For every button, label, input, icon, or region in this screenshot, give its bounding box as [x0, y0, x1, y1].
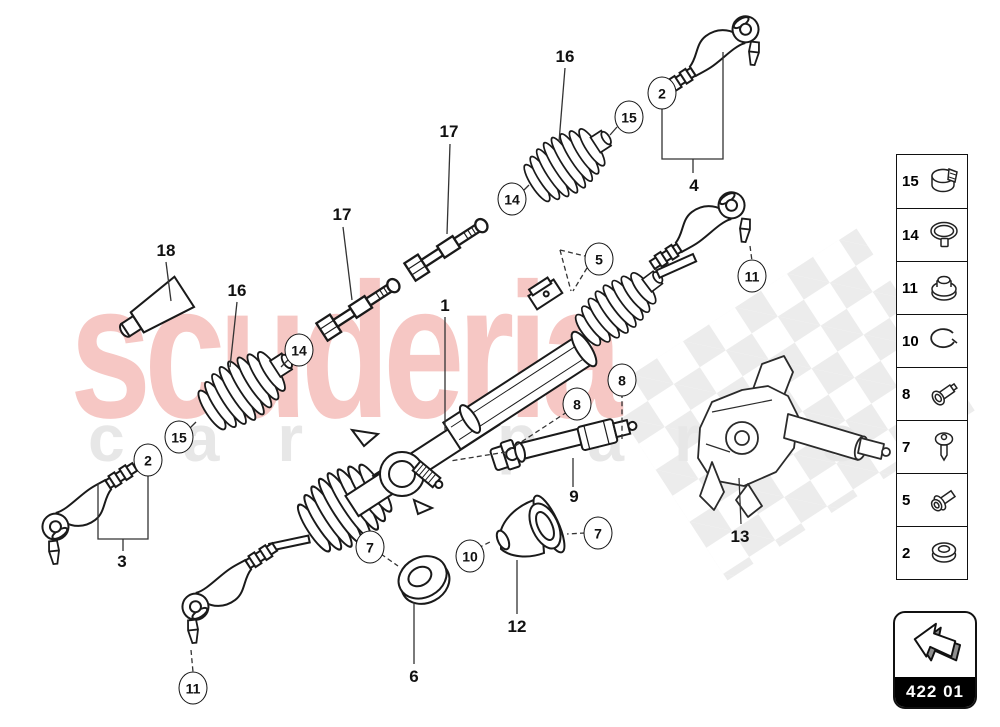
legend-item-number: 15 [902, 173, 919, 190]
legend-item-number: 2 [902, 544, 911, 562]
part-inner-rod-17b [315, 272, 405, 342]
legend-item-number: 11 [902, 279, 918, 297]
callout-10[interactable]: 10 [455, 539, 485, 573]
callout-11[interactable]: 11 [737, 259, 767, 293]
legend-item-8[interactable]: 8 [897, 367, 967, 420]
callout-5[interactable]: 5 [584, 242, 614, 276]
part-boot-16-upper [514, 110, 627, 213]
part-label-9[interactable]: 9 [569, 487, 579, 506]
part-label-3[interactable]: 3 [117, 552, 127, 571]
callout-14[interactable]: 14 [284, 333, 314, 367]
part-label-4[interactable]: 4 [689, 176, 699, 195]
part-inner-rod-17a [403, 212, 493, 282]
part-label-16[interactable]: 16 [555, 47, 575, 66]
part-label-1[interactable]: 1 [440, 296, 450, 315]
hose-clamp-icon [923, 165, 965, 199]
section-badge[interactable]: 422 01 [893, 611, 977, 709]
legend-item-14[interactable]: 14 [897, 208, 967, 261]
flange-bolt-icon [923, 483, 965, 517]
legend-item-10[interactable]: 10 [897, 314, 967, 367]
legend-item-15[interactable]: 15 [897, 155, 967, 208]
legend-item-number: 14 [902, 226, 919, 244]
pan-head-screw-icon [923, 430, 965, 464]
part-grease-tube-18 [118, 275, 196, 338]
part-tie-rod-end-left [176, 540, 289, 629]
parts-legend-sidebar: 15 14 11 10 8 7 5 2 [896, 154, 968, 580]
callout-7[interactable]: 7 [355, 530, 385, 564]
watermark-word-car: car [88, 401, 362, 475]
legend-item-2[interactable]: 2 [897, 526, 967, 579]
part-funnel-12 [495, 494, 566, 558]
legend-item-number: 7 [902, 438, 911, 456]
snap-ring-icon [923, 324, 965, 358]
legend-item-11[interactable]: 11 [897, 261, 967, 314]
legend-item-number: 5 [902, 491, 911, 509]
callout-11[interactable]: 11 [178, 671, 208, 705]
callout-2[interactable]: 2 [133, 443, 163, 477]
part-steering-column-13 [697, 355, 891, 518]
dashed-leader-lines [190, 245, 753, 673]
part-label-17[interactable]: 17 [332, 205, 352, 224]
callout-15[interactable]: 15 [164, 420, 194, 454]
callout-14[interactable]: 14 [497, 182, 527, 216]
part-label-18[interactable]: 18 [156, 241, 176, 260]
callout-7[interactable]: 7 [583, 516, 613, 550]
part-nut-6 [397, 555, 451, 605]
section-code: 422 01 [895, 677, 975, 707]
part-intermediate-shaft-9 [489, 418, 638, 471]
legend-item-5[interactable]: 5 [897, 473, 967, 526]
flange-nut-icon [923, 271, 965, 305]
legend-item-number: 10 [902, 332, 919, 350]
part-label-13[interactable]: 13 [730, 527, 750, 546]
band-clamp-icon [923, 218, 965, 252]
bolt-icon [923, 377, 965, 411]
part-tie-rod-3 [36, 460, 149, 549]
part-steering-rack-1 [267, 252, 698, 565]
part-label-16[interactable]: 16 [227, 281, 247, 300]
legend-item-number: 8 [902, 385, 911, 403]
callout-2[interactable]: 2 [647, 76, 677, 110]
lock-nut-icon [923, 536, 965, 570]
part-label-12[interactable]: 12 [507, 617, 527, 636]
callout-8[interactable]: 8 [607, 363, 637, 397]
part-label-6[interactable]: 6 [409, 667, 419, 686]
part-label-17[interactable]: 17 [439, 122, 459, 141]
ball-joint-studs [47, 40, 761, 645]
callout-8[interactable]: 8 [562, 387, 592, 421]
legend-item-7[interactable]: 7 [897, 420, 967, 473]
callout-15[interactable]: 15 [614, 100, 644, 134]
arrow-up-left-icon [895, 613, 975, 677]
